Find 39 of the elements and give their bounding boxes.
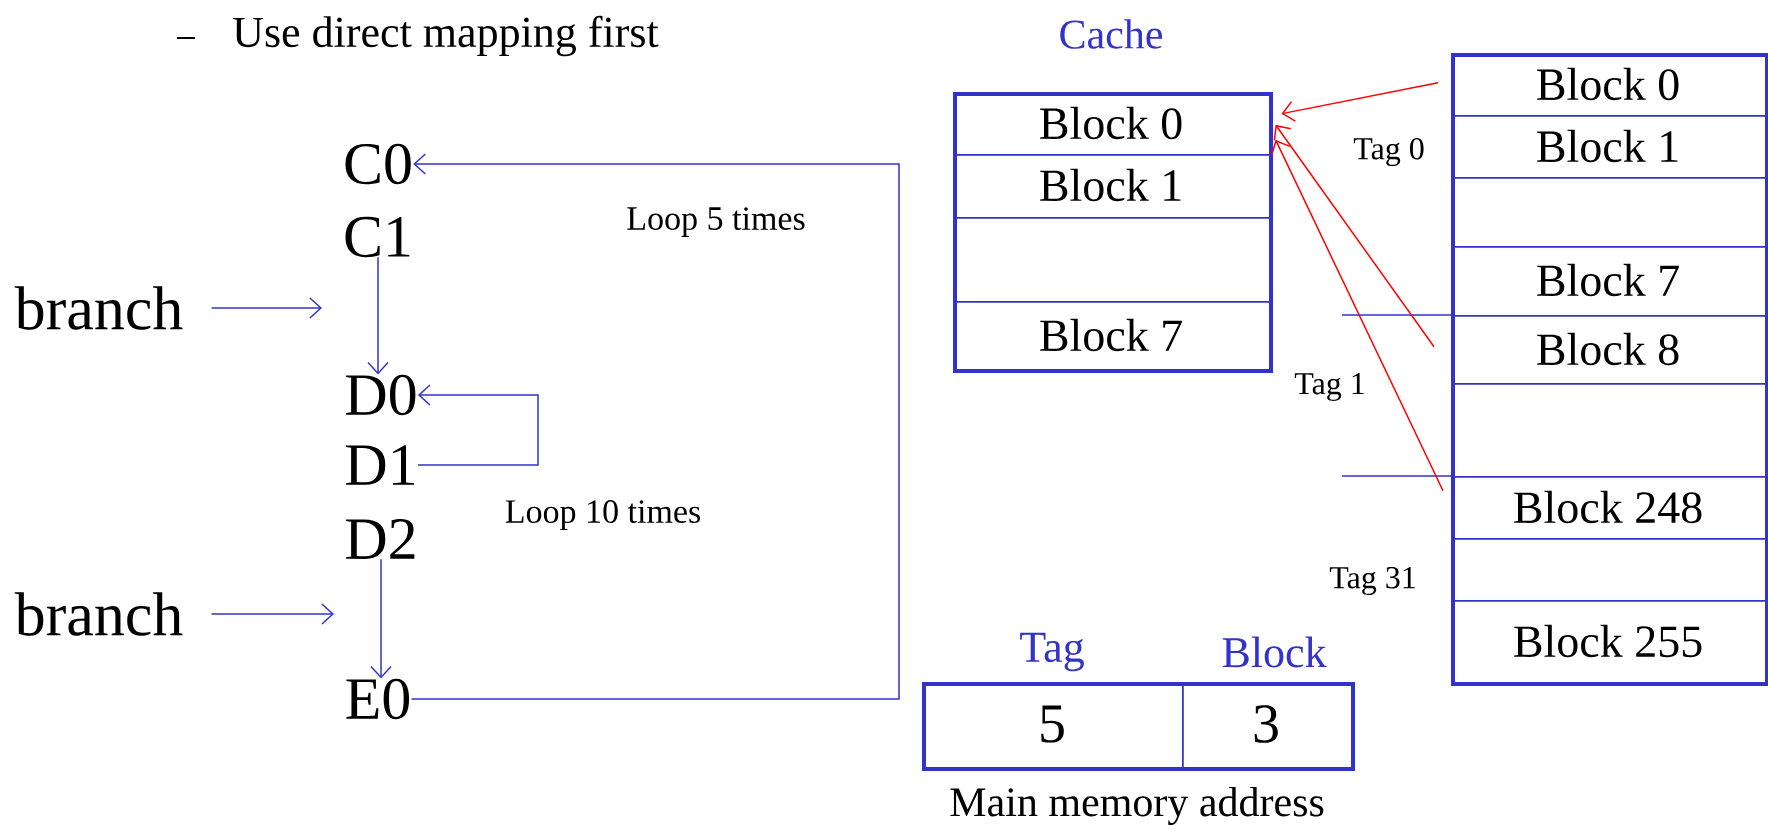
- arrow: [1273, 124, 1435, 348]
- tag-label: Tag 0: [1353, 137, 1424, 167]
- edge-label: Loop 10 times: [502, 498, 704, 532]
- field-heading: Block: [1222, 636, 1327, 668]
- heading: Main memory address: [950, 786, 1324, 826]
- memory-row: Block 248: [1451, 476, 1767, 540]
- memory-row: Block 8: [1451, 315, 1767, 385]
- code-label: E0: [346, 678, 410, 720]
- code-label: C1: [345, 216, 410, 258]
- bullet-text: Use direct mapping first: [233, 15, 659, 57]
- code-label: branch: [14, 592, 183, 636]
- node-label: Block 0: [1537, 67, 1679, 101]
- arrow: [1281, 82, 1439, 122]
- memory-row: Block 1: [1451, 115, 1767, 179]
- memory-box: [1451, 53, 1768, 686]
- edge-label: Loop 5 times: [624, 205, 808, 239]
- node-label: Block 0: [1040, 106, 1182, 140]
- tag-label: Tag 31: [1329, 566, 1415, 596]
- node-label: 5: [1041, 705, 1064, 743]
- memory-row: Block 255: [1451, 600, 1767, 684]
- arrow: [410, 153, 900, 700]
- code-label: D0: [346, 374, 416, 416]
- cache-row: Block 7: [953, 301, 1271, 371]
- arrow: [210, 297, 322, 319]
- arrow: [1270, 139, 1444, 492]
- address-field: 3: [1182, 682, 1353, 769]
- field-heading: Tag: [1020, 632, 1084, 672]
- tag-label: Tag 1: [1294, 373, 1364, 401]
- arrow: [417, 384, 539, 466]
- code-label: D2: [346, 519, 415, 559]
- cache-row: Block 1: [953, 154, 1271, 219]
- memory-row: Block 7: [1451, 246, 1767, 317]
- arrow: [370, 558, 392, 679]
- arrow: [210, 603, 334, 625]
- heading: Cache: [1060, 19, 1163, 49]
- arrow: [367, 256, 389, 375]
- code-label: branch: [14, 286, 183, 330]
- code-label: C0: [345, 143, 411, 185]
- code-label: D1: [346, 445, 415, 485]
